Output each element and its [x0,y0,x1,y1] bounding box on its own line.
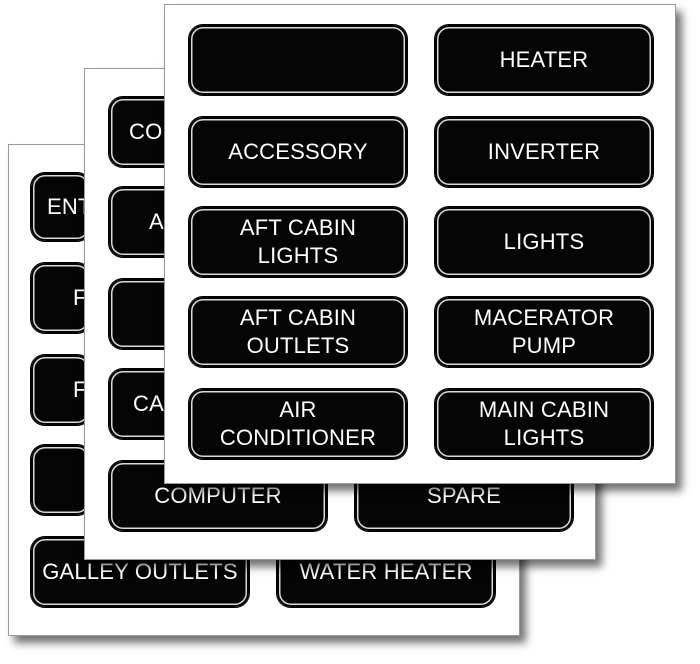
label-macerator-pump-line2: PUMP [511,333,577,358]
label-aft-cabin-outlets-line2: OUTLETS [246,333,350,358]
label-back-7 [31,445,91,515]
label-main-cabin-lights-line2: LIGHTS [503,425,585,450]
label-macerator-pump-line1: MACERATOR [473,305,615,330]
label-lights-line1: LIGHTS [503,229,585,254]
label-back-5: F [31,355,91,425]
label-computer-text: COMPUTER [154,483,282,508]
label-aft-cabin-lights: AFT CABIN LIGHTS [189,207,407,277]
label-blank [189,25,407,95]
label-back-1: ENT [31,173,91,241]
label-air-conditioner: AIR CONDITIONER [189,389,407,459]
label-main-cabin-lights: MAIN CABIN LIGHTS [435,389,653,459]
label-inverter-line1: INVERTER [487,139,601,164]
label-heater-line1: HEATER [499,47,589,72]
label-aft-cabin-lights-line2: LIGHTS [257,243,339,268]
label-lights: LIGHTS [435,207,653,277]
label-air-conditioner-line2: CONDITIONER [219,425,377,450]
label-aft-cabin-outlets: AFT CABIN OUTLETS [189,297,407,367]
label-back-5-text: F [73,377,87,402]
label-spare-text: SPARE [427,483,501,508]
label-back-3: F [31,263,91,333]
label-inverter: INVERTER [435,117,653,187]
label-aft-cabin-lights-line1: AFT CABIN [239,215,357,240]
label-macerator-pump: MACERATOR PUMP [435,297,653,367]
label-accessory-line1: ACCESSORY [228,139,368,164]
label-air-conditioner-line1: AIR [279,397,317,422]
label-middle-1-text: CO [129,119,163,144]
label-galley-outlets-text: GALLEY OUTLETS [42,559,238,584]
label-middle-7-text: CA [133,391,164,416]
label-middle-3-text: A [149,209,164,234]
label-accessory: ACCESSORY [189,117,407,187]
label-back-3-text: F [73,285,87,310]
label-water-heater-text: WATER HEATER [299,559,473,584]
label-sheet-front: HEATER ACCESSORY INVERTER AFT CABIN LIGH… [164,4,676,484]
label-main-cabin-lights-line1: MAIN CABIN [478,397,610,422]
label-heater: HEATER [435,25,653,95]
label-aft-cabin-outlets-line1: AFT CABIN [239,305,357,330]
